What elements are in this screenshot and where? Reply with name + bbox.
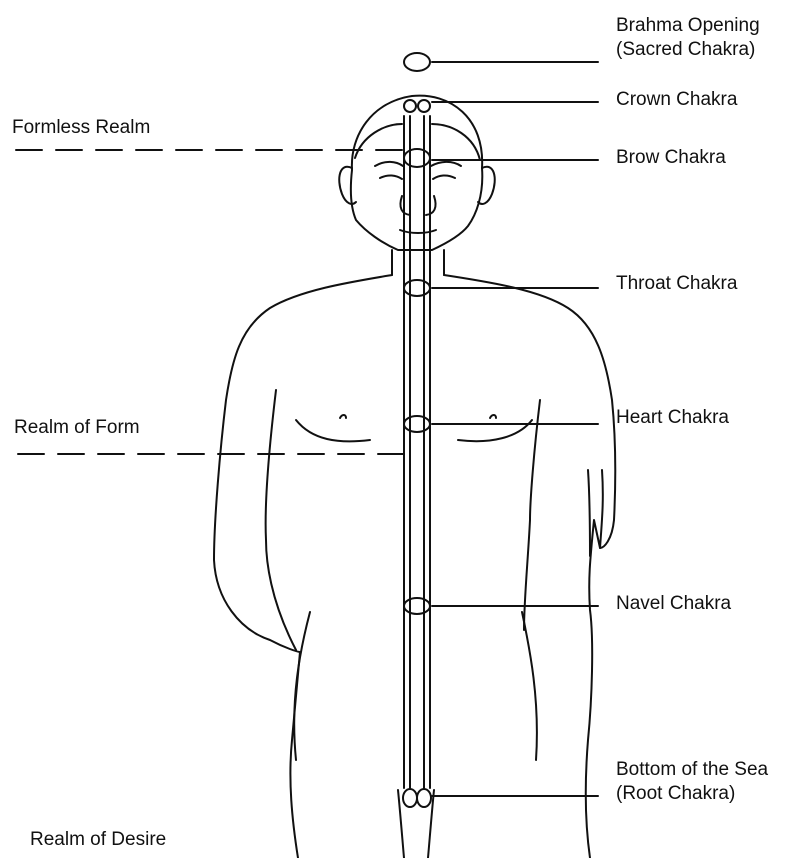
brahma-opening-label: Brahma Opening (Sacred Chakra) bbox=[616, 14, 760, 62]
human-figure-outline bbox=[214, 96, 615, 858]
throat-chakra-label: Throat Chakra bbox=[616, 272, 737, 296]
neck bbox=[392, 250, 444, 275]
brow-chakra-symbol bbox=[404, 149, 430, 167]
left-chest bbox=[296, 420, 370, 441]
right-hand bbox=[588, 470, 603, 556]
crown-chakra-label: Crown Chakra bbox=[616, 88, 737, 112]
formless-realm-label: Formless Realm bbox=[12, 116, 150, 140]
left-torso bbox=[214, 275, 392, 858]
realm-of-form-label: Realm of Form bbox=[14, 416, 140, 440]
right-inner-arm bbox=[524, 400, 540, 630]
head-outline bbox=[351, 96, 483, 250]
left-nipple bbox=[340, 415, 346, 418]
bottom-of-the-sea-label-line2: (Root Chakra) bbox=[616, 782, 768, 806]
left-inner-arm bbox=[266, 390, 296, 650]
right-torso bbox=[444, 275, 615, 858]
left-ear bbox=[339, 167, 356, 204]
navel-chakra-symbol bbox=[404, 598, 430, 614]
left-eyebrow bbox=[375, 162, 403, 166]
heart-chakra-label: Heart Chakra bbox=[616, 406, 729, 430]
left-hip bbox=[294, 612, 310, 760]
right-nipple bbox=[490, 415, 496, 418]
brow-chakra-label: Brow Chakra bbox=[616, 146, 726, 170]
brahma-opening-label-line2: (Sacred Chakra) bbox=[616, 38, 760, 62]
realm-of-desire-label: Realm of Desire bbox=[30, 828, 166, 852]
crown-chakra-symbol bbox=[404, 100, 430, 112]
root-chakra-symbol bbox=[403, 789, 431, 807]
brahma-opening-symbol bbox=[404, 53, 430, 71]
central-channel bbox=[404, 116, 430, 788]
right-eyebrow bbox=[431, 162, 461, 166]
hairline bbox=[355, 124, 480, 160]
right-eye bbox=[433, 175, 455, 179]
bottom-of-the-sea-label-line1: Bottom of the Sea bbox=[616, 758, 768, 782]
left-eye bbox=[380, 175, 402, 179]
bottom-of-the-sea-label: Bottom of the Sea (Root Chakra) bbox=[616, 758, 768, 806]
heart-chakra-symbol bbox=[404, 416, 430, 432]
brahma-opening-label-line1: Brahma Opening bbox=[616, 14, 760, 38]
right-hip bbox=[522, 612, 537, 760]
navel-chakra-label: Navel Chakra bbox=[616, 592, 731, 616]
throat-chakra-symbol bbox=[404, 280, 430, 296]
